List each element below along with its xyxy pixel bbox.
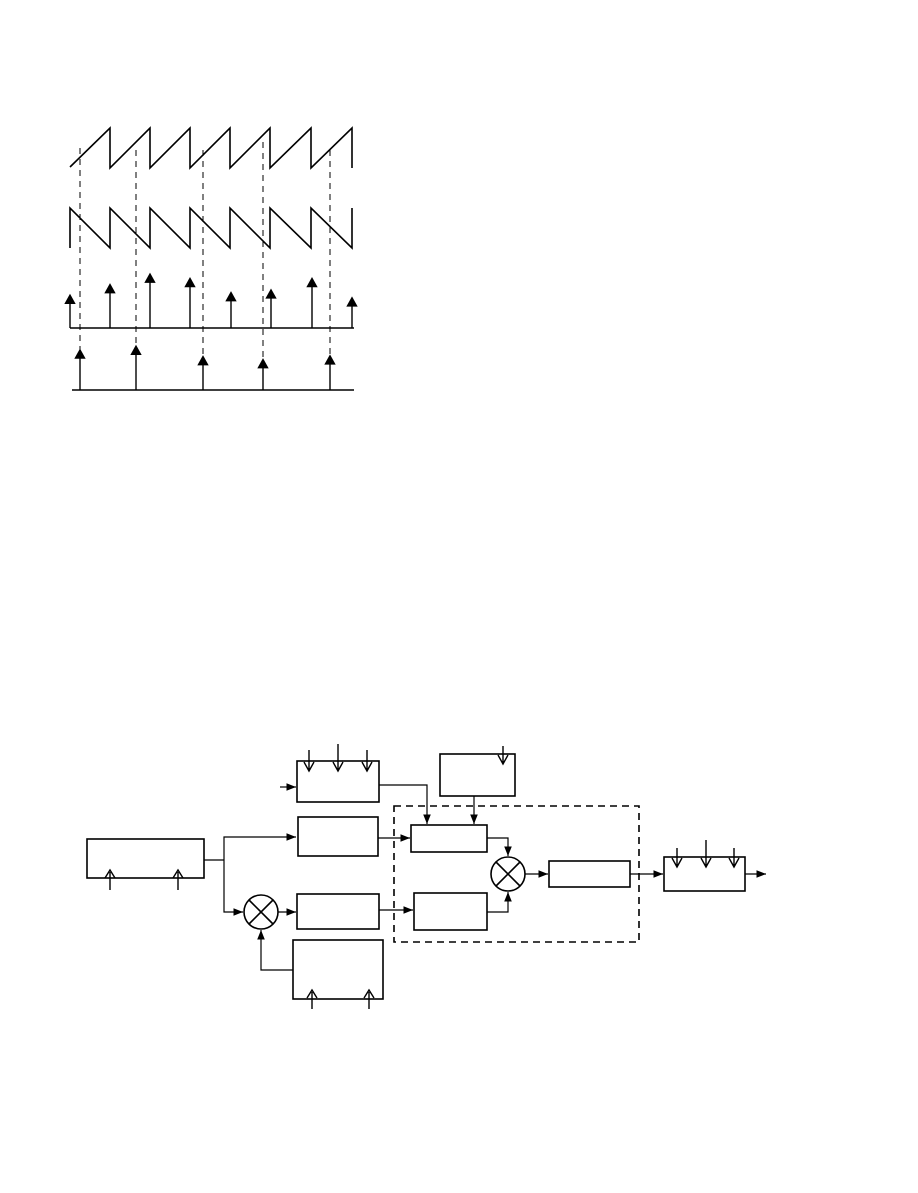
lower-path-block bbox=[296, 893, 380, 930]
split-to-upper-path bbox=[223, 833, 296, 860]
dense-impulse-train bbox=[64, 272, 358, 328]
impulse-arrowhead bbox=[346, 296, 358, 307]
impulse-arrowhead bbox=[64, 293, 76, 304]
falling-sawtooth-waveform bbox=[69, 206, 353, 250]
impulse-arrowhead bbox=[130, 344, 142, 355]
impulse-arrowhead bbox=[225, 291, 237, 302]
oscillator-to-mixer bbox=[257, 930, 293, 971]
dashed-subsystem-boundary bbox=[393, 805, 640, 943]
inner-upper-to-mixer bbox=[487, 837, 512, 856]
impulse-arrowhead bbox=[104, 283, 116, 294]
output-block bbox=[663, 856, 746, 892]
impulse-arrowhead bbox=[324, 354, 336, 365]
impulse-arrowhead bbox=[197, 355, 209, 366]
signal-connections bbox=[204, 783, 766, 971]
combiner-output-block bbox=[548, 860, 631, 888]
control-input-arrow bbox=[363, 988, 375, 1009]
impulse-arrowhead bbox=[306, 277, 318, 288]
block-diagram bbox=[86, 744, 766, 1009]
inner-upper-block bbox=[410, 824, 488, 853]
control-input-arrow bbox=[306, 988, 318, 1009]
lower-mixer bbox=[243, 894, 279, 930]
split-to-lower-mixer bbox=[223, 860, 243, 916]
impulse-arrowhead bbox=[257, 358, 269, 369]
control-input-arrow bbox=[332, 744, 344, 773]
timing-figure bbox=[64, 126, 358, 391]
impulse-arrowhead bbox=[74, 348, 86, 359]
control-input-arrow bbox=[700, 840, 712, 869]
control-input-arrow bbox=[497, 746, 509, 766]
sparse-impulse-train bbox=[74, 344, 336, 390]
control-input-arrow bbox=[728, 848, 740, 869]
control-input-arrow bbox=[172, 868, 184, 890]
control-input-arrow bbox=[303, 750, 315, 773]
upper-path-block bbox=[297, 816, 379, 857]
inner-lower-block bbox=[413, 892, 488, 931]
source-block bbox=[86, 838, 205, 879]
inner-lower-to-mixer bbox=[487, 892, 512, 913]
control-input-arrow bbox=[104, 868, 116, 890]
control-input-arrows bbox=[104, 744, 740, 1009]
impulse-arrowhead bbox=[144, 272, 156, 283]
upper-right-block bbox=[439, 753, 516, 797]
impulse-arrowhead bbox=[184, 277, 196, 288]
inner-mixer bbox=[490, 856, 526, 892]
impulse-arrowhead bbox=[265, 288, 277, 299]
control-input-arrow bbox=[361, 750, 373, 773]
control-input-arrow bbox=[671, 848, 683, 869]
dashed-alignment-lines bbox=[79, 142, 331, 365]
rising-sawtooth-waveform bbox=[69, 126, 353, 170]
top-control-to-inner-upper bbox=[379, 784, 431, 824]
